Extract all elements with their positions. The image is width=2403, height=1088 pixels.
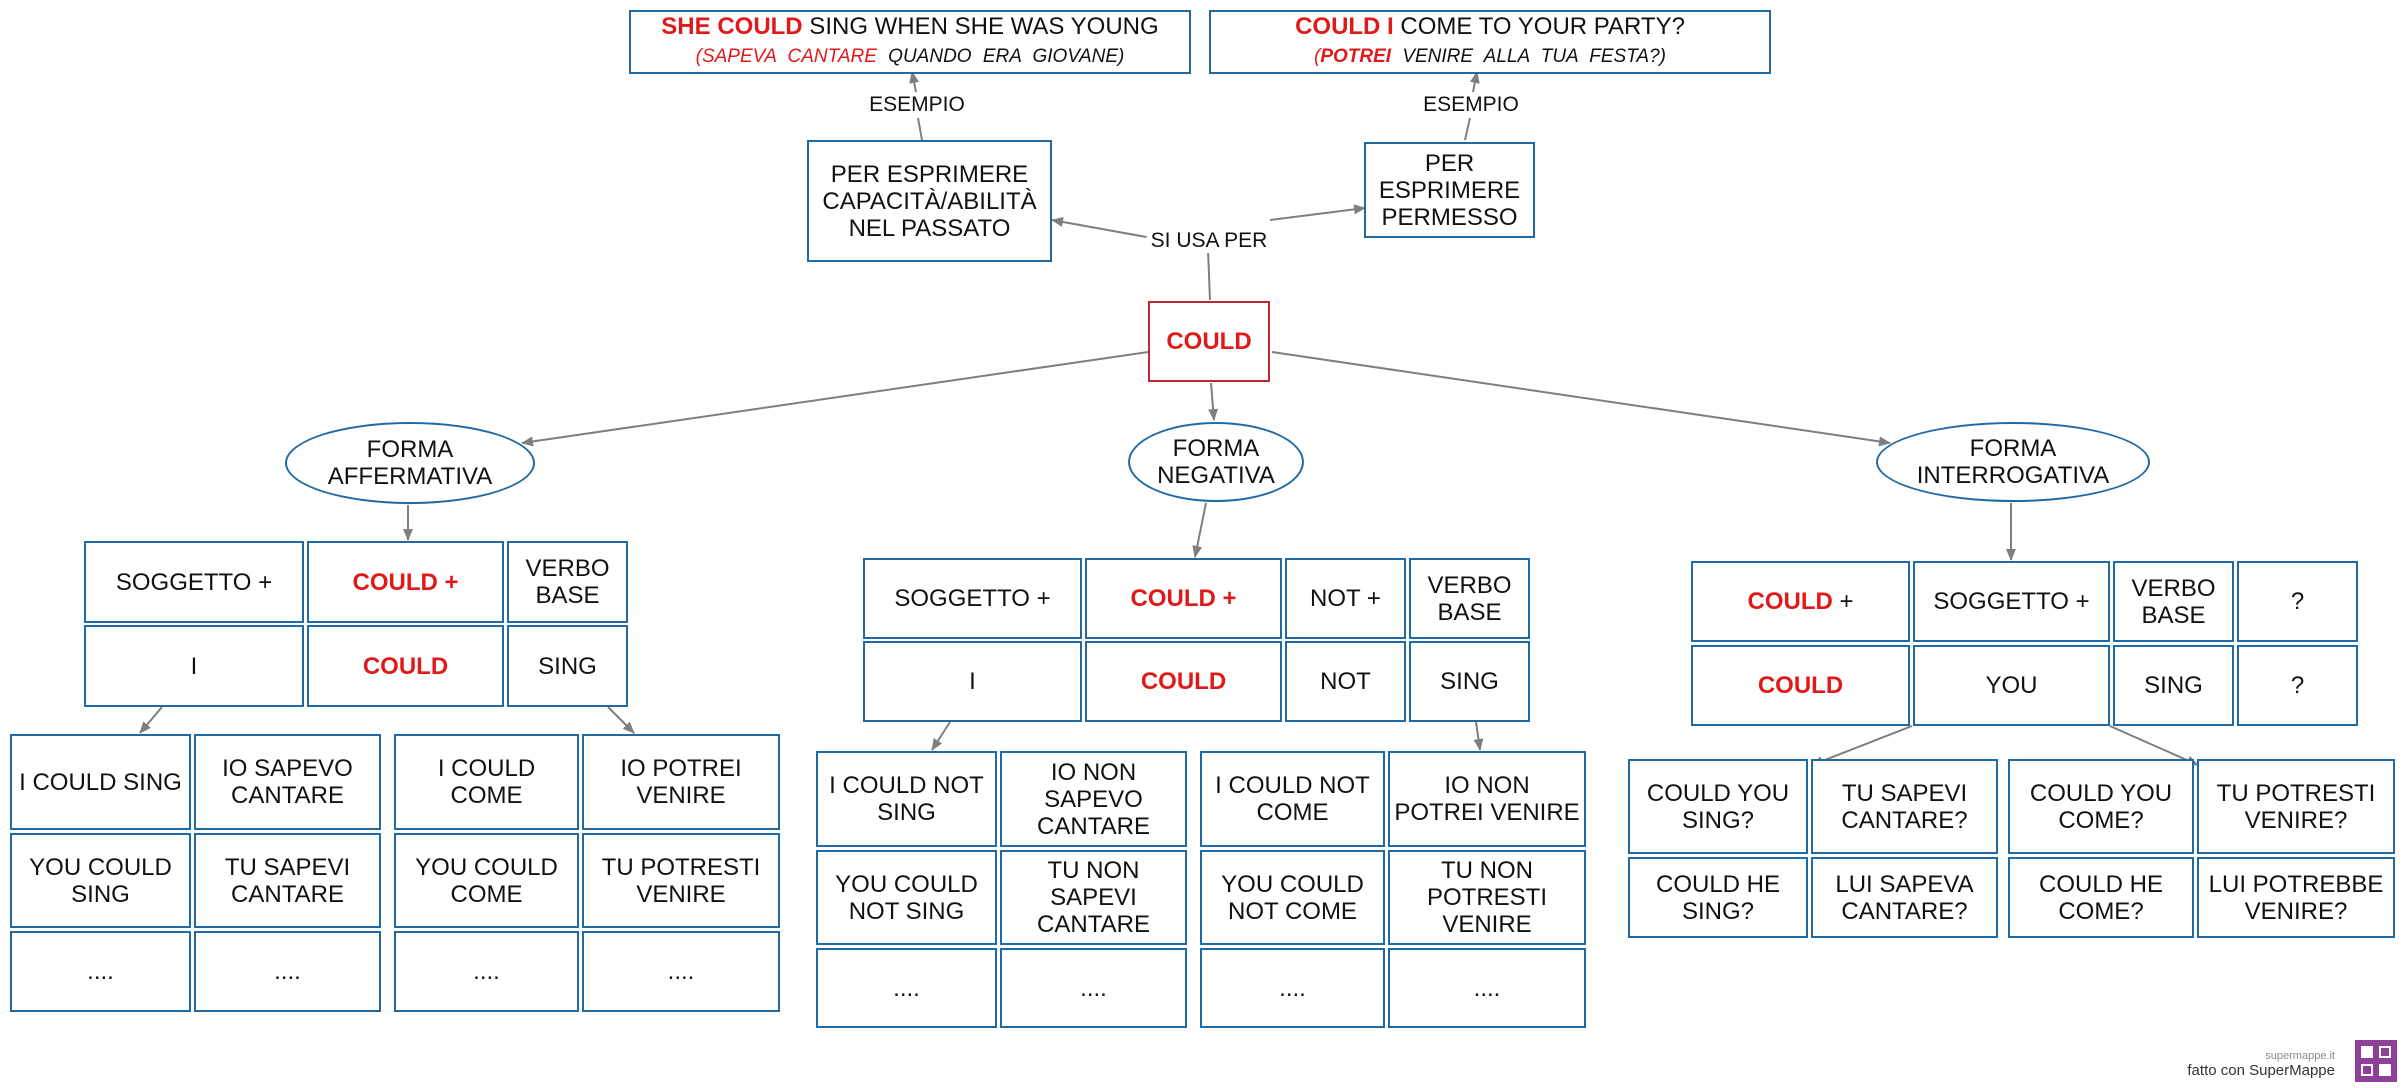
edge-root-int <box>1271 351 1891 447</box>
aff-ex1-it-3: .... <box>194 931 381 1012</box>
aff-ex2-en-1: I COULD COME <box>394 734 579 830</box>
edge-neg-ex1 <box>931 721 951 751</box>
int-head-verb: VERBO BASE <box>2113 561 2234 642</box>
example-box-permission: COULD I COME TO YOUR PARTY? (POTREI VENI… <box>1209 10 1771 74</box>
example-right-text: COME TO YOUR PARTY? <box>1393 13 1685 40</box>
footer-site: supermappe.it <box>2265 1050 2335 1062</box>
edge-root-aff <box>521 351 1149 447</box>
int-head-subject: SOGGETTO + <box>1913 561 2110 642</box>
aff-row-verb: SING <box>507 625 628 707</box>
aff-ex2-it-1: IO POTREI VENIRE <box>582 734 780 830</box>
edge-neg-ex2 <box>1473 721 1484 751</box>
int-row-subject: YOU <box>1913 645 2110 726</box>
edge-example-right-lower <box>1464 117 1471 141</box>
aff-row-could: COULD <box>307 625 504 707</box>
neg-ex2-en-1: I COULD NOT COME <box>1200 751 1385 847</box>
edge-root-neg <box>1208 382 1219 421</box>
edge-example-left-lower <box>917 117 923 141</box>
int-ex2-en-2: COULD HE COME? <box>2008 857 2194 938</box>
neg-head-not: NOT + <box>1285 558 1406 639</box>
use-ability-past: PER ESPRIMERE CAPACITÀ/ABILITÀ NEL PASSA… <box>807 140 1052 262</box>
neg-ex1-it-3: .... <box>1000 948 1187 1028</box>
example-right-it-pre: ( <box>1314 46 1321 67</box>
neg-ex2-en-2: YOU COULD NOT COME <box>1200 850 1385 945</box>
neg-row-could: COULD <box>1085 641 1282 722</box>
use-permission: PER ESPRIMERE PERMESSO <box>1364 142 1535 238</box>
aff-row-subject: I <box>84 625 304 707</box>
example-right-it-text: VENIRE ALLA TUA FESTA?) <box>1391 46 1666 67</box>
edge-example-right <box>1469 71 1480 93</box>
form-interrogative: FORMA INTERROGATIVA <box>1876 422 2150 502</box>
aff-ex2-en-2: YOU COULD COME <box>394 833 579 928</box>
neg-ex1-it-2: TU NON SAPEVI CANTARE <box>1000 850 1187 945</box>
example-right-it-red: POTREI <box>1320 46 1392 67</box>
edge-label-uses: SI USA PER <box>1146 229 1272 253</box>
edge-example-left <box>909 71 920 93</box>
footer-branding: supermappe.it fatto con SuperMappe <box>2187 1050 2335 1080</box>
int-ex1-en-2: COULD HE SING? <box>1628 857 1808 938</box>
edge-label-example-right: ESEMPIO <box>1419 93 1523 117</box>
example-right-red: COULD I <box>1295 13 1394 40</box>
neg-ex2-it-3: .... <box>1388 948 1586 1028</box>
neg-head-subject: SOGGETTO + <box>863 558 1082 639</box>
int-head-could: COULD + <box>1691 561 1910 642</box>
neg-ex1-en-3: .... <box>816 948 997 1028</box>
edge-label-example-left: ESEMPIO <box>865 93 969 117</box>
neg-ex1-en-1: I COULD NOT SING <box>816 751 997 847</box>
example-left-it-red: (SAPEVA CANTARE <box>695 46 877 67</box>
aff-ex2-it-2: TU POTRESTI VENIRE <box>582 833 780 928</box>
edge-root-uses <box>1207 249 1211 301</box>
neg-ex2-it-1: IO NON POTREI VENIRE <box>1388 751 1586 847</box>
int-ex2-en-1: COULD YOU COME? <box>2008 759 2194 854</box>
edge-int-ex2 <box>2109 725 2199 766</box>
edge-uses-left <box>1051 217 1153 239</box>
aff-ex1-en-2: YOU COULD SING <box>10 833 191 928</box>
int-ex1-it-2: LUI SAPEVA CANTARE? <box>1811 857 1998 938</box>
int-row-verb: SING <box>2113 645 2234 726</box>
example-left-it-text: QUANDO ERA GIOVANE) <box>876 46 1125 67</box>
int-row-question: ? <box>2237 645 2358 726</box>
int-row-could: COULD <box>1691 645 1910 726</box>
int-ex1-it-1: TU SAPEVI CANTARE? <box>1811 759 1998 854</box>
int-ex1-en-1: COULD YOU SING? <box>1628 759 1808 854</box>
edge-aff-ex2 <box>607 706 635 734</box>
int-ex2-it-2: LUI POTREBBE VENIRE? <box>2197 857 2395 938</box>
example-box-ability: SHE COULD SING WHEN SHE WAS YOUNG (SAPEV… <box>629 10 1191 74</box>
aff-ex1-en-3: .... <box>10 931 191 1012</box>
root-could: COULD <box>1148 301 1270 382</box>
neg-row-verb: SING <box>1409 641 1530 722</box>
aff-ex1-it-1: IO SAPEVO CANTARE <box>194 734 381 830</box>
aff-ex2-en-3: .... <box>394 931 579 1012</box>
neg-ex1-en-2: YOU COULD NOT SING <box>816 850 997 945</box>
aff-head-verb: VERBO BASE <box>507 541 628 623</box>
neg-head-could: COULD + <box>1085 558 1282 639</box>
neg-head-verb: VERBO BASE <box>1409 558 1530 639</box>
form-negative: FORMA NEGATIVA <box>1128 422 1304 502</box>
supermappe-logo-icon <box>2355 1040 2397 1082</box>
neg-ex2-en-3: .... <box>1200 948 1385 1028</box>
int-ex2-it-1: TU POTRESTI VENIRE? <box>2197 759 2395 854</box>
neg-ex2-it-2: TU NON POTRESTI VENIRE <box>1388 850 1586 945</box>
form-affirmative: FORMA AFFERMATIVA <box>285 422 535 504</box>
int-head-plus: + <box>1832 588 1854 615</box>
example-left-red: SHE COULD <box>661 13 803 40</box>
aff-head-subject: SOGGETTO + <box>84 541 304 623</box>
aff-head-could: COULD + <box>307 541 504 623</box>
neg-ex1-it-1: IO NON SAPEVO CANTARE <box>1000 751 1187 847</box>
footer-made-with: fatto con SuperMappe <box>2187 1062 2335 1079</box>
neg-row-not: NOT <box>1285 641 1406 722</box>
int-head-question: ? <box>2237 561 2358 642</box>
edge-int-ex1 <box>1811 725 1913 766</box>
int-head-could-word: COULD <box>1747 588 1833 615</box>
example-left-text: SING WHEN SHE WAS YOUNG <box>802 13 1159 40</box>
edge-neg-table <box>1192 502 1207 558</box>
edge-aff-ex1 <box>139 706 163 734</box>
aff-ex2-it-3: .... <box>582 931 780 1012</box>
aff-ex1-it-2: TU SAPEVI CANTARE <box>194 833 381 928</box>
neg-row-subject: I <box>863 641 1082 722</box>
aff-ex1-en-1: I COULD SING <box>10 734 191 830</box>
edge-uses-right <box>1269 204 1366 221</box>
